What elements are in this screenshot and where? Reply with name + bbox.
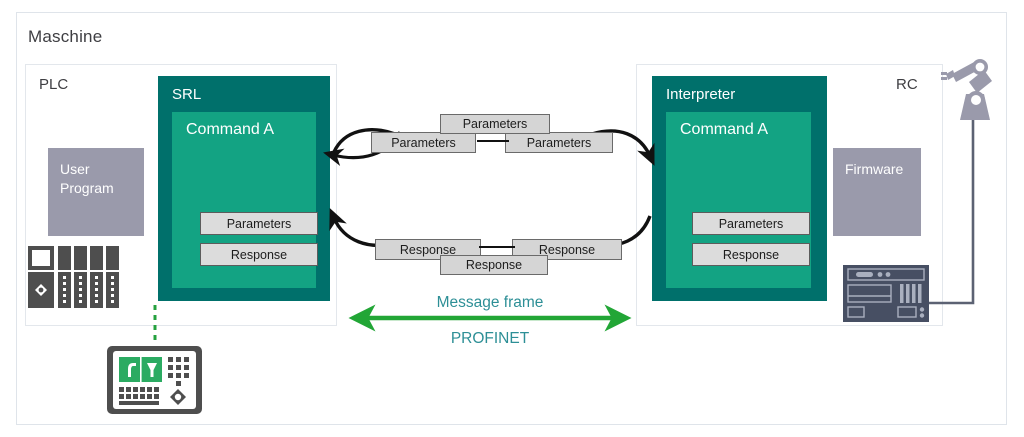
interpreter-parameters-box: Parameters [692,212,810,235]
teach-pendant-icon [106,345,203,415]
maschine-label: Maschine [28,27,103,46]
interpreter-block: Interpreter Command A Parameters Respons… [652,76,827,301]
message-parameters-top: Parameters [440,114,550,134]
firmware-block: Firmware [833,148,921,236]
interpreter-command-title: Command A [680,121,769,138]
interpreter-title: Interpreter [666,86,736,103]
parameters-connector [477,140,509,142]
message-frame-caption: Message frame [436,294,544,311]
srl-title: SRL [172,86,202,103]
message-parameters-right: Parameters [505,132,613,153]
interpreter-command-block: Command A Parameters Response [666,112,811,288]
srl-parameters-box: Parameters [200,212,318,235]
user-program-line-1: User [60,161,90,177]
srl-command-block: Command A Parameters Response [172,112,318,288]
user-program-line-2: Program [60,180,114,196]
plc-label: PLC [39,76,69,93]
interpreter-response-box: Response [692,243,810,266]
response-connector [479,246,515,248]
profinet-caption: PROFINET [450,330,530,347]
srl-block: SRL Command A Parameters Response [158,76,330,301]
message-parameters-left: Parameters [371,132,476,153]
rc-label: RC [896,76,918,93]
srl-command-title: Command A [186,121,275,138]
plc-rack-icon [28,246,120,308]
robot-arm-icon [938,58,1012,124]
message-response-left: Response [375,239,481,260]
srl-response-box: Response [200,243,318,266]
user-program-block: User Program [48,148,144,236]
robot-controller-icon [843,265,929,322]
message-response-bottom: Response [440,255,548,275]
